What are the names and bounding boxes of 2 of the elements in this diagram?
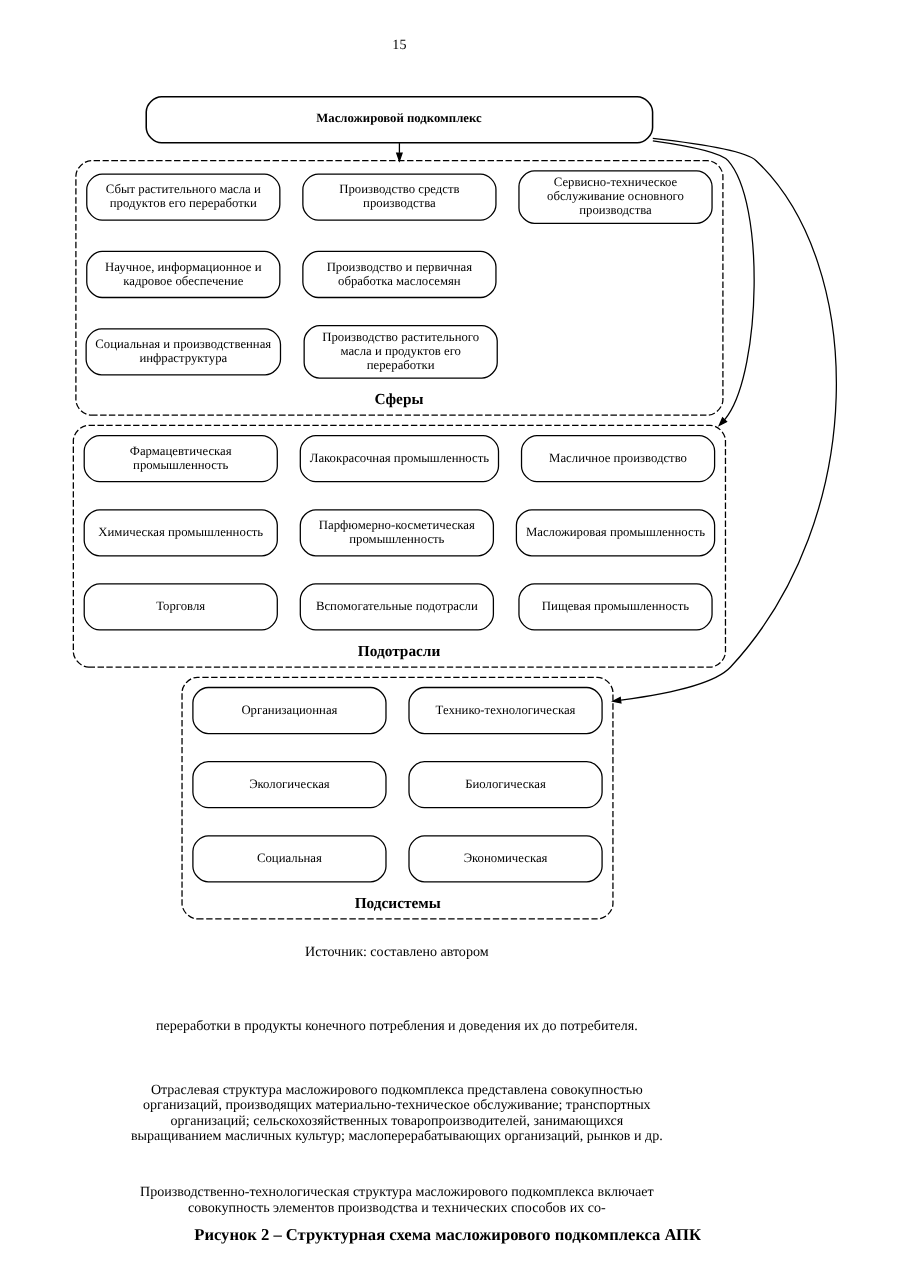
arrow xyxy=(652,140,755,427)
arrow xyxy=(611,137,837,704)
